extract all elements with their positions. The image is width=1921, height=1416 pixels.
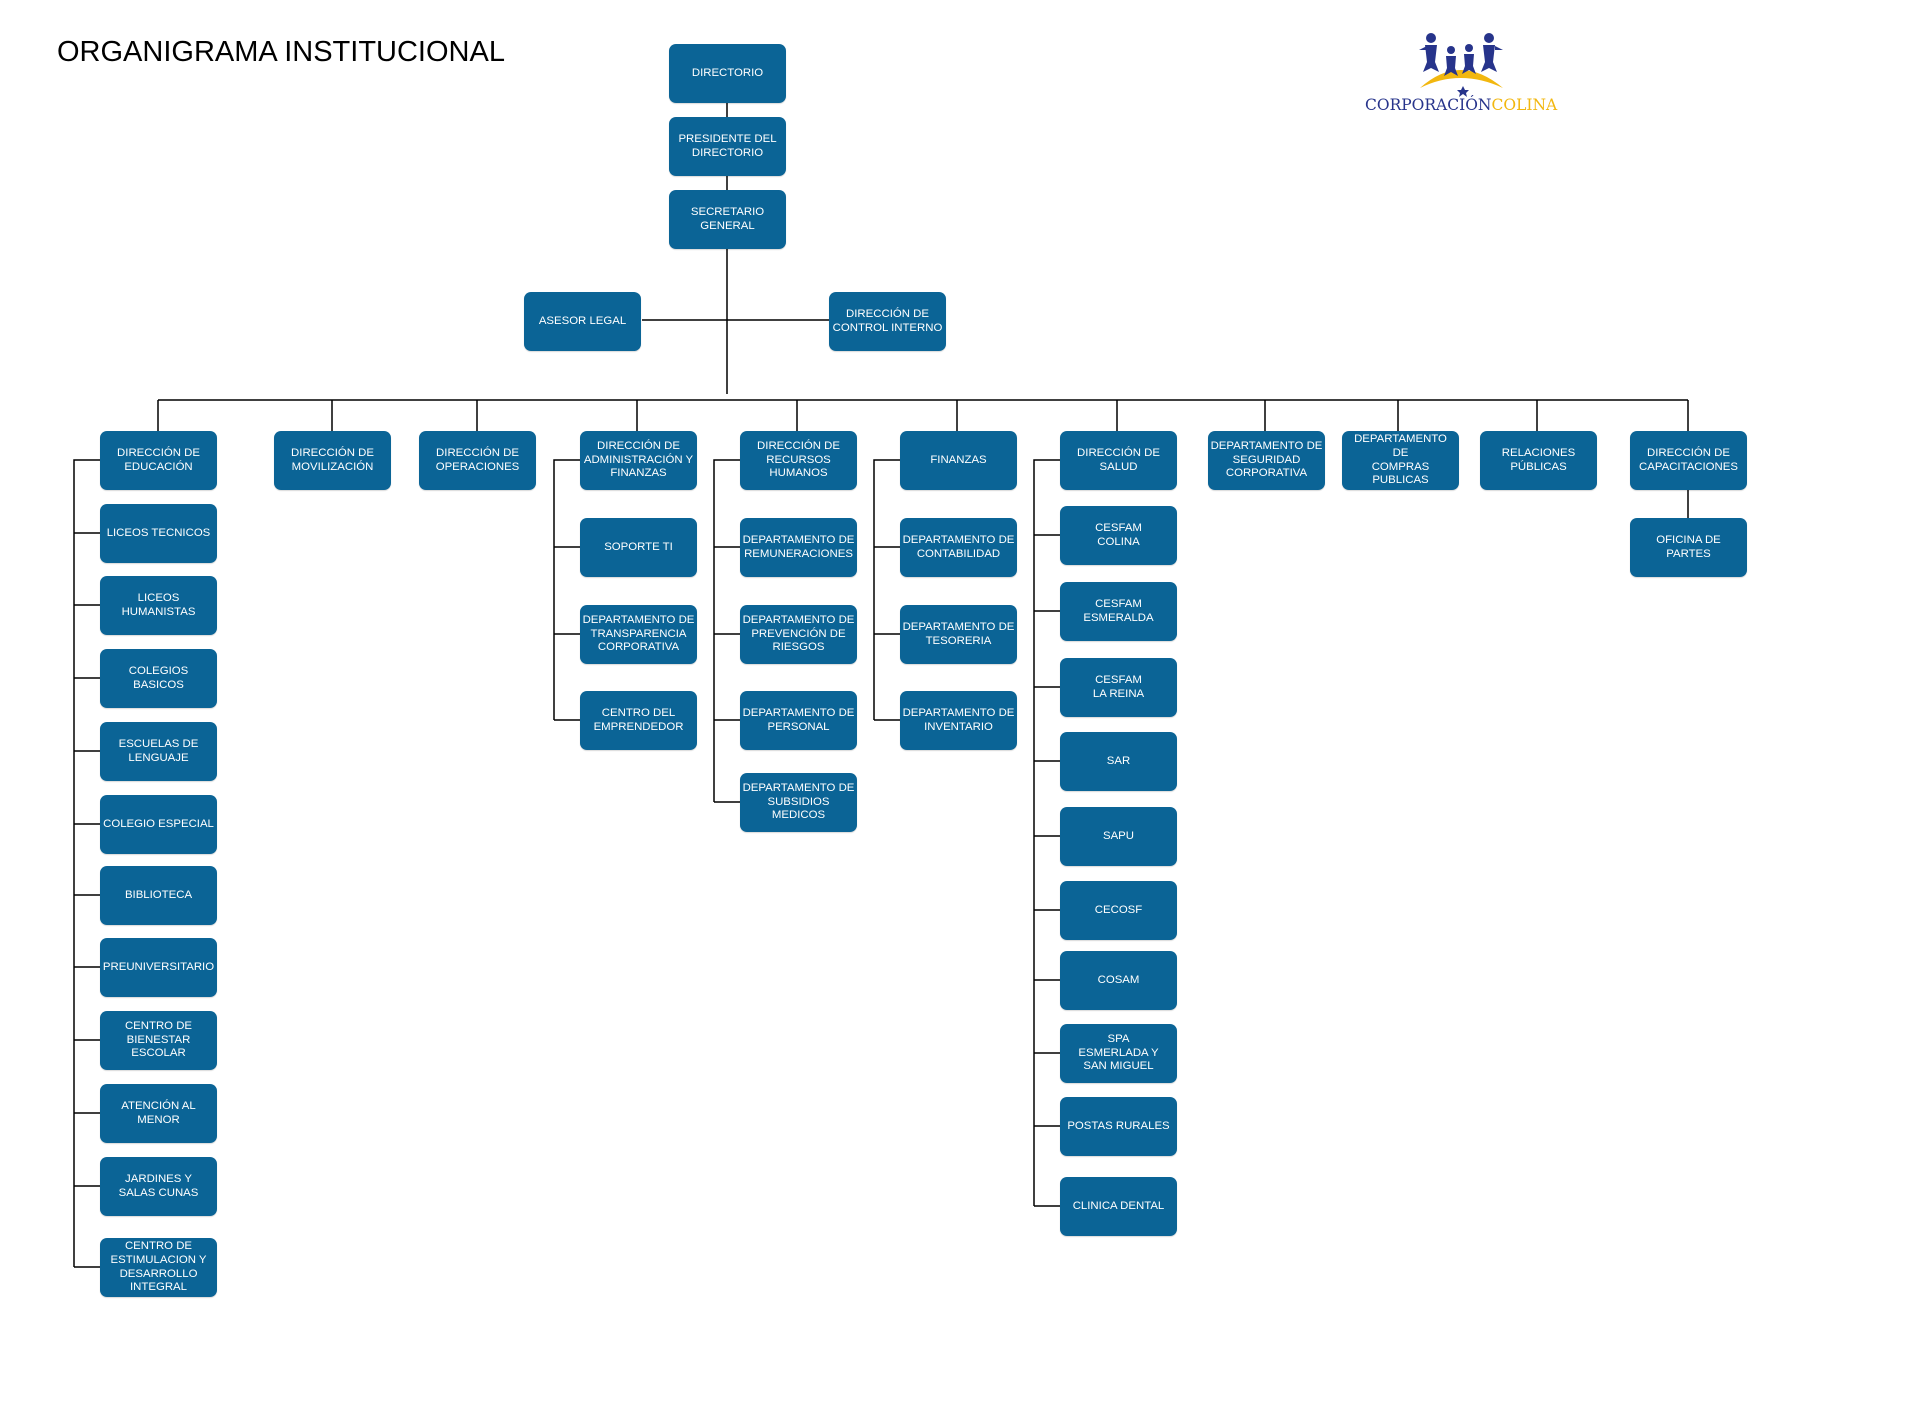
node-centro-bienestar-escolar: CENTRO DE BIENESTAR ESCOLAR: [100, 1011, 217, 1070]
children-sun-logo-icon: [1419, 33, 1503, 97]
node-direccion-operaciones: DIRECCIÓN DE OPERACIONES: [419, 431, 536, 490]
logo-wordmark: CORPORACIÓNCOLINA: [1365, 96, 1558, 114]
node-remuneraciones: DEPARTAMENTO DE REMUNERACIONES: [740, 518, 857, 577]
page-title: ORGANIGRAMA INSTITUCIONAL: [57, 36, 505, 68]
node-direccion-capacitaciones: DIRECCIÓN DE CAPACITACIONES: [1630, 431, 1747, 490]
node-directorio: DIRECTORIO: [669, 44, 786, 103]
node-preuniversitario: PREUNIVERSITARIO: [100, 938, 217, 997]
node-direccion-educacion: DIRECCIÓN DE EDUCACIÓN: [100, 431, 217, 490]
logo: CORPORACIÓNCOLINA: [1365, 30, 1558, 120]
node-direccion-salud: DIRECCIÓN DE SALUD: [1060, 431, 1177, 490]
node-spa: SPA ESMERLADA Y SAN MIGUEL: [1060, 1024, 1177, 1083]
node-direccion-administracion: DIRECCIÓN DE ADMINISTRACIÓN Y FINANZAS: [580, 431, 697, 490]
node-sar: SAR: [1060, 732, 1177, 791]
node-direccion-rrhh: DIRECCIÓN DE RECURSOS HUMANOS: [740, 431, 857, 490]
node-compras-publicas: DEPARTAMENTO DE COMPRAS PUBLICAS: [1342, 431, 1459, 490]
node-cosam: COSAM: [1060, 951, 1177, 1010]
node-control-interno: DIRECCIÓN DE CONTROL INTERNO: [829, 292, 946, 351]
node-direccion-movilizacion: DIRECCIÓN DE MOVILIZACIÓN: [274, 431, 391, 490]
node-cecosf: CECOSF: [1060, 881, 1177, 940]
node-sapu: SAPU: [1060, 807, 1177, 866]
node-finanzas: FINANZAS: [900, 431, 1017, 490]
node-postas-rurales: POSTAS RURALES: [1060, 1097, 1177, 1156]
node-tesoreria: DEPARTAMENTO DE TESORERIA: [900, 605, 1017, 664]
node-oficina-partes: OFICINA DE PARTES: [1630, 518, 1747, 577]
node-centro-emprendedor: CENTRO DEL EMPRENDEDOR: [580, 691, 697, 750]
node-biblioteca: BIBLIOTECA: [100, 866, 217, 925]
node-relaciones-publicas: RELACIONES PÚBLICAS: [1480, 431, 1597, 490]
node-soporte-ti: SOPORTE TI: [580, 518, 697, 577]
node-cesfam-la-reina: CESFAM LA REINA: [1060, 658, 1177, 717]
node-contabilidad: DEPARTAMENTO DE CONTABILIDAD: [900, 518, 1017, 577]
node-colegio-especial: COLEGIO ESPECIAL: [100, 795, 217, 854]
node-centro-estimulacion: CENTRO DE ESTIMULACION Y DESARROLLO INTE…: [100, 1238, 217, 1297]
node-presidente-del-directorio: PRESIDENTE DEL DIRECTORIO: [669, 117, 786, 176]
node-seguridad-corporativa: DEPARTAMENTO DE SEGURIDAD CORPORATIVA: [1208, 431, 1325, 490]
logo-word-corporacion: CORPORACIÓN: [1365, 96, 1492, 114]
node-cesfam-colina: CESFAM COLINA: [1060, 506, 1177, 565]
node-liceos-tecnicos: LICEOS TECNICOS: [100, 504, 217, 563]
node-asesor-legal: ASESOR LEGAL: [524, 292, 641, 351]
node-secretario-general: SECRETARIO GENERAL: [669, 190, 786, 249]
node-colegios-basicos: COLEGIOS BASICOS: [100, 649, 217, 708]
node-liceos-humanistas: LICEOS HUMANISTAS: [100, 576, 217, 635]
node-subsidios-medicos: DEPARTAMENTO DE SUBSIDIOS MEDICOS: [740, 773, 857, 832]
node-prevencion-riesgos: DEPARTAMENTO DE PREVENCIÓN DE RIESGOS: [740, 605, 857, 664]
node-transparencia-corporativa: DEPARTAMENTO DE TRANSPARENCIA CORPORATIV…: [580, 605, 697, 664]
node-inventario: DEPARTAMENTO DE INVENTARIO: [900, 691, 1017, 750]
node-jardines-salas-cunas: JARDINES Y SALAS CUNAS: [100, 1157, 217, 1216]
node-clinica-dental: CLINICA DENTAL: [1060, 1177, 1177, 1236]
node-escuelas-lenguaje: ESCUELAS DE LENGUAJE: [100, 722, 217, 781]
logo-word-colina: COLINA: [1491, 96, 1558, 114]
node-departamento-personal: DEPARTAMENTO DE PERSONAL: [740, 691, 857, 750]
node-atencion-menor: ATENCIÓN AL MENOR: [100, 1084, 217, 1143]
node-cesfam-esmeralda: CESFAM ESMERALDA: [1060, 582, 1177, 641]
